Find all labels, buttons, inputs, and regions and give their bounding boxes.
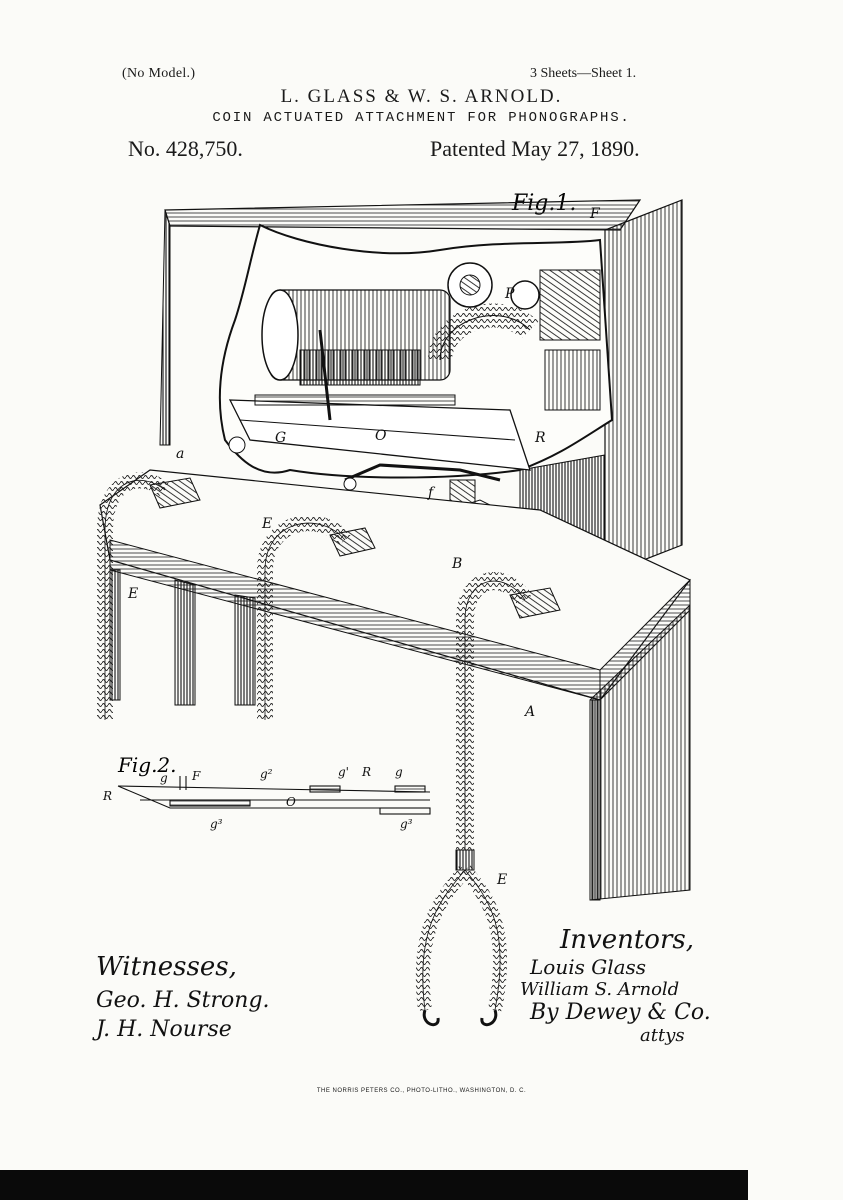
inventor-1-signature: Louis Glass [530, 955, 647, 979]
fig2-ref-g3a: g³ [210, 817, 223, 831]
no-model-note: (No Model.) [122, 66, 196, 81]
ref-R: R [534, 430, 546, 446]
witness-2-signature: J. H. Nourse [96, 1017, 232, 1042]
witness-1-signature: Geo. H. Strong. [96, 988, 270, 1013]
patent-date: Patented May 27, 1890. [430, 136, 640, 161]
ref-O: O [375, 428, 387, 444]
fig2-label: Fig.2. [117, 753, 177, 777]
fig2-ref-g-right: g [395, 765, 403, 779]
attys-note: attys [640, 1025, 685, 1046]
ref-B: B [451, 556, 462, 572]
sheet-count: 3 Sheets—Sheet 1. [530, 66, 637, 81]
fig2-ref-O: O [286, 795, 296, 809]
inventors-block: Inventors, Louis Glass William S. Arnold… [520, 925, 711, 1046]
scan-border [0, 1170, 748, 1200]
patent-title: COIN ACTUATED ATTACHMENT FOR PHONOGRAPHS… [212, 110, 631, 126]
inventor-names: L. GLASS & W. S. ARNOLD. [280, 86, 563, 107]
ref-G: G [275, 430, 286, 446]
fig2-ref-g3b: g³ [400, 817, 413, 831]
fig2-ref-F: F [191, 769, 201, 783]
ref-P: P [504, 286, 515, 302]
patent-number: No. 428,750. [128, 136, 243, 161]
inventor-2-signature: William S. Arnold [520, 979, 680, 1000]
ref-E: E [261, 516, 272, 532]
witnesses-block: Witnesses, Geo. H. Strong. J. H. Nourse [96, 952, 270, 1042]
ref-E3: E [127, 586, 138, 602]
printer-credit: THE NORRIS PETERS CO., PHOTO-LITHO., WAS… [316, 1088, 527, 1094]
ref-F: F [589, 206, 601, 222]
fig2-ref-g2: g² [260, 767, 273, 781]
ref-a: a [176, 446, 184, 462]
fig2-ref-R2: R [361, 765, 371, 779]
fig2-ref-R: R [102, 789, 112, 803]
ref-A: A [523, 704, 535, 720]
inventors-heading: Inventors, [560, 925, 694, 955]
witnesses-heading: Witnesses, [96, 952, 237, 982]
ref-E2: E [496, 872, 507, 888]
fig2-ref-g1: g' [338, 765, 349, 779]
ref-f: f [427, 485, 436, 501]
fig2-ref-g: g [160, 771, 168, 785]
attorney-signature: By Dewey & Co. [530, 1000, 711, 1025]
